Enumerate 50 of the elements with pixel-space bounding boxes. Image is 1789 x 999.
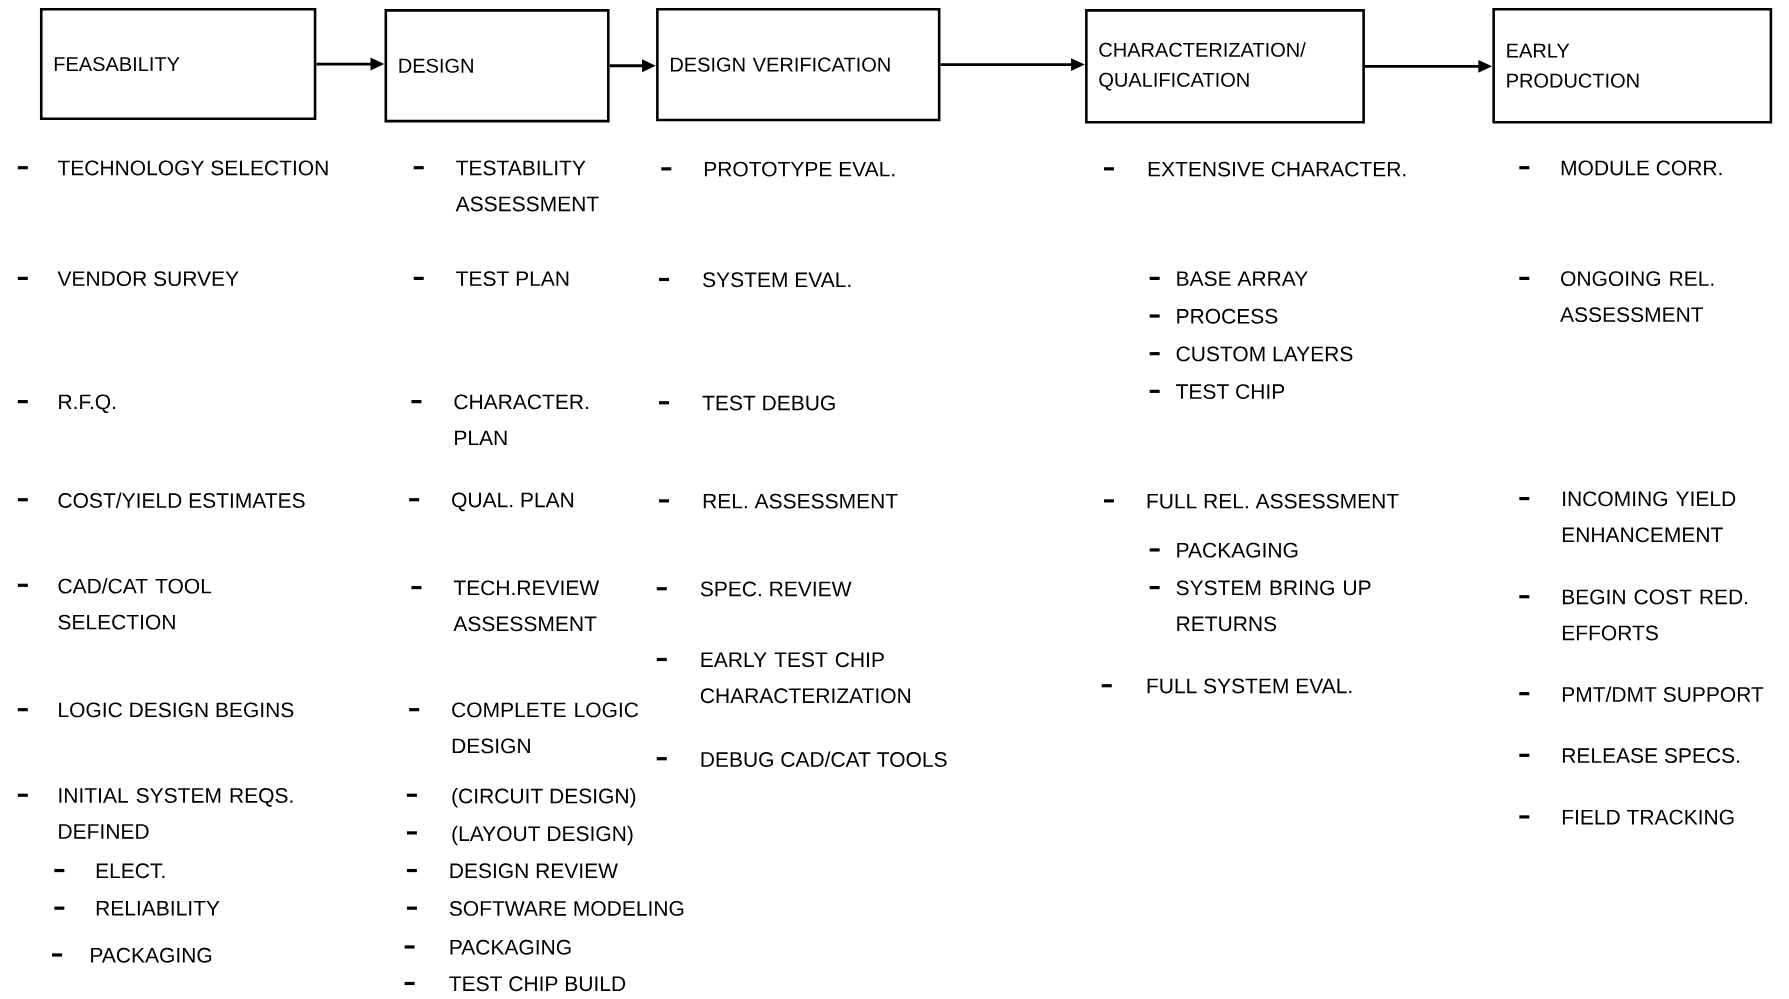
list-item: TECH.REVIEW ASSESSMENT [411, 580, 600, 632]
list-item: ONGOING REL. ASSESSMENT [1519, 271, 1714, 322]
list-item: QUAL. PLAN [409, 492, 574, 511]
list-item: FULL REL. ASSESSMENT [1104, 493, 1399, 509]
list-item: ELECT. [54, 863, 165, 878]
list-item: PACKAGING [1149, 542, 1298, 558]
list-item: EARLY TEST CHIP CHARACTERIZATION [656, 652, 911, 703]
list-item: PROTOTYPE EVAL. [661, 161, 895, 177]
list-item: SOFTWARE MODELING [406, 900, 684, 916]
list-item: FIELD TRACKING [1519, 809, 1734, 825]
list-item: RELIABILITY [54, 900, 220, 916]
list-item: PACKAGING [404, 939, 571, 955]
list-item: (CIRCUIT DESIGN) [406, 787, 636, 808]
list-item: TEST DEBUG [659, 395, 835, 411]
list-item: EXTENSIVE CHARACTER. [1104, 161, 1406, 177]
stage-box: CHARACTERIZATION/ QUALIFICATION [1085, 8, 1365, 124]
list-item: PACKAGING [52, 947, 212, 963]
list-item: VENDOR SURVEY [17, 271, 239, 286]
list-item: CHARACTER. PLAN [411, 394, 588, 445]
stage-box: FEASABILITY [39, 7, 317, 120]
list-item: SYSTEM EVAL. [659, 272, 851, 287]
list-item: SYSTEM BRING UP RETURNS [1149, 580, 1371, 632]
list-item: (LAYOUT DESIGN) [406, 825, 633, 846]
list-item: FULL SYSTEM EVAL. [1101, 678, 1352, 694]
stage-box: DESIGN VERIFICATION [656, 7, 941, 122]
list-item: CAD/CAT TOOL SELECTION [17, 577, 212, 630]
list-item: DESIGN REVIEW [406, 863, 618, 878]
stage-box: DESIGN [384, 8, 610, 123]
list-item: TEST CHIP [1149, 383, 1285, 399]
list-item: R.F.Q. [17, 394, 116, 413]
list-item: MODULE CORR. [1519, 160, 1722, 176]
stage-box: EARLY PRODUCTION [1492, 7, 1773, 124]
list-item: LOGIC DESIGN BEGINS [17, 702, 294, 718]
list-item: BEGIN COST RED. EFFORTS [1519, 589, 1748, 641]
list-item: INCOMING YIELD ENHANCEMENT [1519, 491, 1736, 543]
list-item: PROCESS [1149, 308, 1278, 324]
list-item: COST/YIELD ESTIMATES [17, 492, 305, 508]
list-item: RELEASE SPECS. [1519, 747, 1739, 763]
list-item: CUSTOM LAYERS [1149, 346, 1353, 362]
list-item: TESTABILITY ASSESSMENT [413, 160, 599, 212]
list-item: SPEC. REVIEW [656, 581, 852, 597]
list-item: DEBUG CAD/CAT TOOLS [656, 751, 947, 767]
list-item: PMT/DMT SUPPORT [1519, 686, 1764, 702]
list-item: COMPLETE LOGIC DESIGN [409, 702, 639, 754]
list-item: BASE ARRAY [1149, 271, 1308, 286]
list-item: INITIAL SYSTEM REQS. DEFINED [17, 787, 293, 839]
list-item: TEST PLAN [413, 271, 569, 286]
list-item: TEST CHIP BUILD [404, 976, 626, 991]
list-item: REL. ASSESSMENT [659, 493, 898, 509]
list-item: TECHNOLOGY SELECTION [17, 160, 328, 176]
